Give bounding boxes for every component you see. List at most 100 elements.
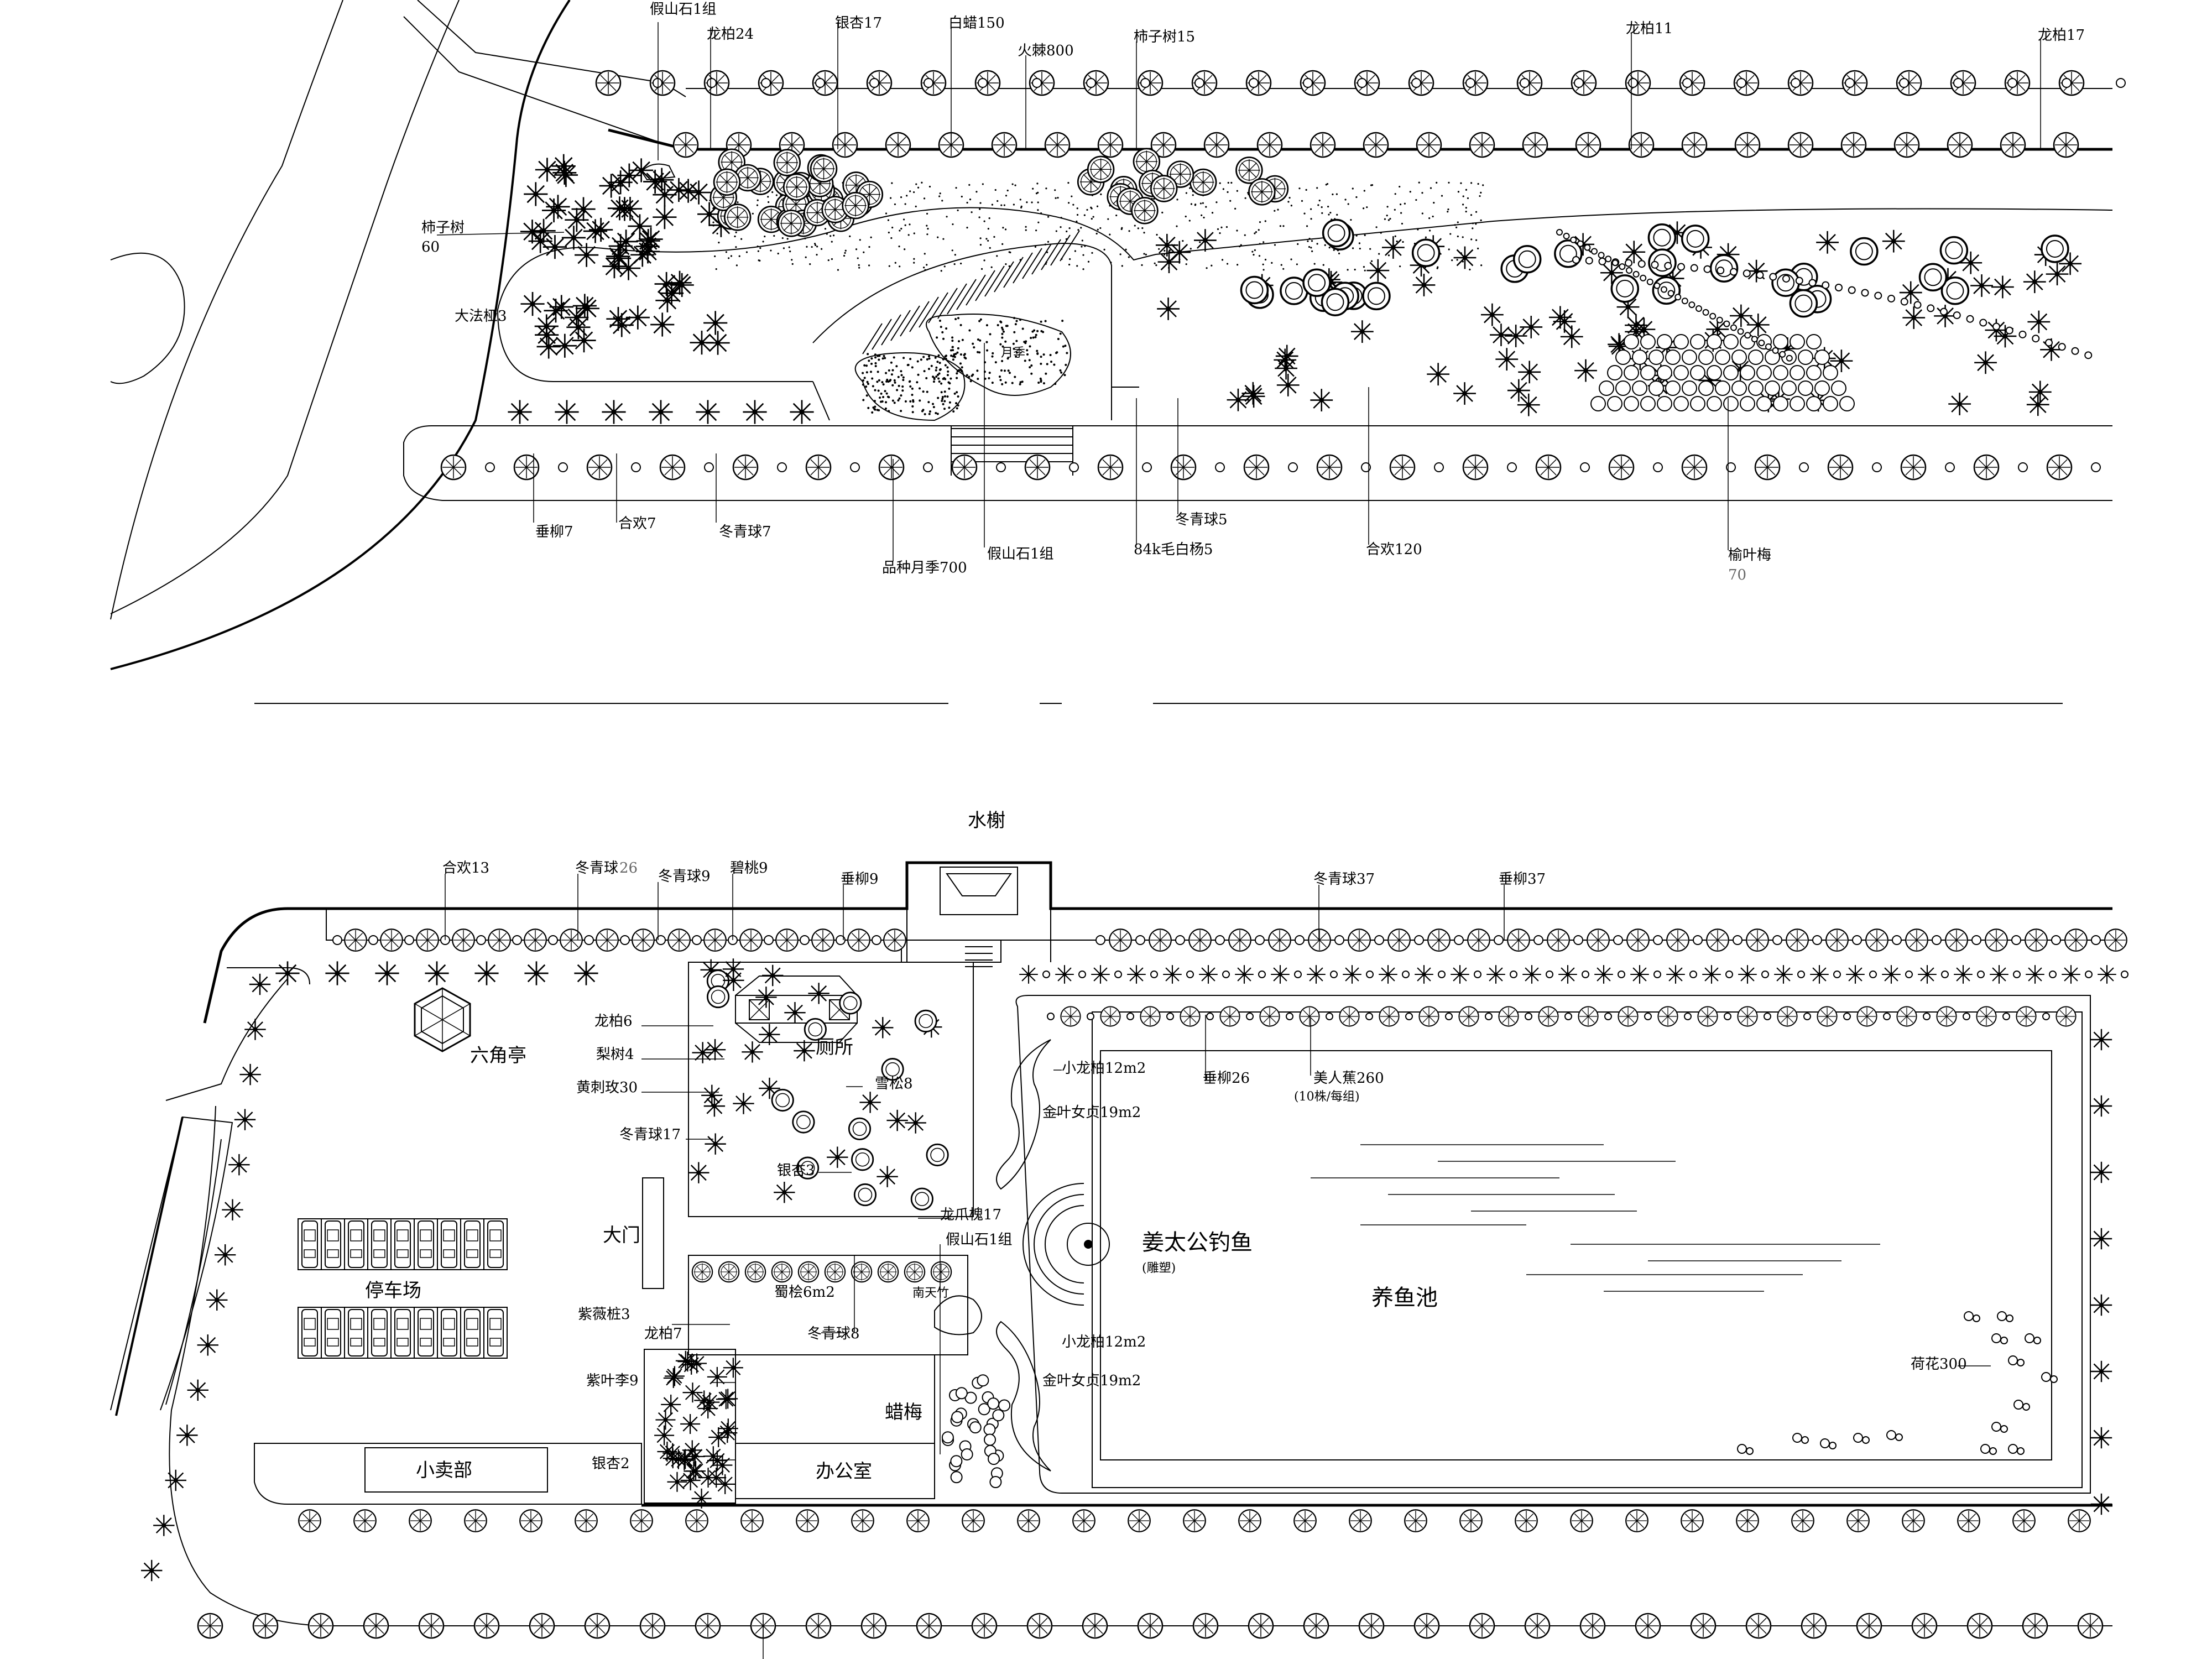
tree-row-lower-street [440,454,2101,481]
rose-dot [911,411,914,414]
rose-dot [877,354,879,357]
roadside-tree [196,1333,220,1357]
groundcover-dot [1128,230,1130,232]
rose-dot [945,357,947,360]
label-juniper-7: 龙柏7 [644,1326,682,1342]
groundcover-dot [1084,245,1086,247]
roadside-tree [244,1018,267,1041]
street-shrub [1682,78,1692,88]
groundcover-dot [1100,193,1102,195]
street-tree [584,1613,611,1639]
side-tree [2090,1493,2113,1516]
groundcover-dot [1329,211,1332,214]
groundcover-dot [966,227,968,229]
willow-tree [1865,928,1888,952]
label-holly-7: 冬青球7 [719,524,771,540]
groundcover-dot [1336,213,1338,216]
evergreen-tree [571,327,597,353]
garden-plant [706,985,730,1009]
rose-dot [952,358,954,361]
tree-row-top-street [595,70,2126,96]
plum-shrub [1624,365,1639,380]
label-parking: 停车场 [365,1280,421,1302]
groundcover-dot [1457,191,1460,193]
rose-dot [947,370,950,373]
rose-dot [951,346,954,348]
holly-ball [2011,935,2021,945]
arched-pergola [862,230,1080,354]
groundcover-dot [913,258,915,260]
rose-dot [886,395,889,398]
rose-dot [1029,345,1031,348]
garden-plant [732,1092,755,1115]
label-silktree-120: 合欢120 [1366,541,1422,558]
arc-dot [1940,307,1948,316]
parked-car [301,1220,318,1268]
boundary-tree [1787,132,1814,158]
inner-tree [1681,1509,1704,1532]
groundcover-dot [1080,227,1082,229]
arc-dot [1651,260,1659,269]
inner-tree [1183,1509,1206,1532]
rose-dot [884,357,886,359]
arc-dot [1677,263,1685,271]
groundcover-dot [1386,215,1388,217]
street-shrub [1899,78,1909,88]
groundcover-dot [1328,213,1330,216]
street-shrub [1142,462,1152,472]
plum-shrub [1823,365,1838,380]
evergreen-tree [536,333,562,359]
groundcover-dot [1296,263,1298,265]
plum-tree [666,1471,688,1493]
groundcover-dot [915,183,917,185]
holly-ball [872,935,881,945]
wintersweet [951,1411,964,1423]
plum-shrub [1707,396,1722,411]
label-holly-26-b: 26 [619,860,638,877]
arc-dot [1992,322,2000,331]
groundcover-dot [1447,208,1449,211]
silk-tree [1414,964,1434,984]
evergreen-tree [601,253,627,279]
silk-tree [1666,964,1686,984]
arc-dot [1848,286,1856,294]
plum-shrub [1690,365,1705,380]
parked-car [418,1309,434,1357]
plum-shrub [1640,396,1656,411]
rose-dot [1015,340,1018,342]
canna [1326,1013,1333,1020]
garden-plant [761,964,784,987]
inner-tree [630,1509,653,1532]
canna [1604,1013,1612,1020]
plum-tree [662,1367,684,1389]
groundcover-dot [788,246,790,248]
street-tree [1524,1613,1551,1639]
silk-tree [554,399,580,425]
rose-dot [961,370,963,373]
groundcover-dot [966,201,968,204]
pergola-beam [947,283,967,315]
street-shrub [1465,78,1475,88]
garden-plant [848,1117,872,1140]
rose-dot [862,379,865,382]
rose-dot [957,317,959,320]
top-leaders [436,22,2041,561]
street-tree [529,1613,555,1639]
shrub [1222,971,1230,978]
rose-dot [872,385,874,388]
wintersweet [984,1433,997,1446]
shrub [1941,971,1949,978]
garden-plant [871,1016,894,1039]
groundcover-dot [816,254,818,256]
groundcover-dot [824,228,827,230]
willow-tree [1180,1006,1201,1027]
arc-dot [1874,291,1882,300]
groundcover-dot [1457,221,1459,223]
street-shrub [1194,78,1204,88]
arc-dot [1966,315,1974,323]
groundcover-dot [888,231,890,234]
rose-dot [922,390,925,393]
holly-ball [548,935,558,945]
groundcover-dot [1307,240,1309,242]
street-tree [1745,1613,1772,1639]
